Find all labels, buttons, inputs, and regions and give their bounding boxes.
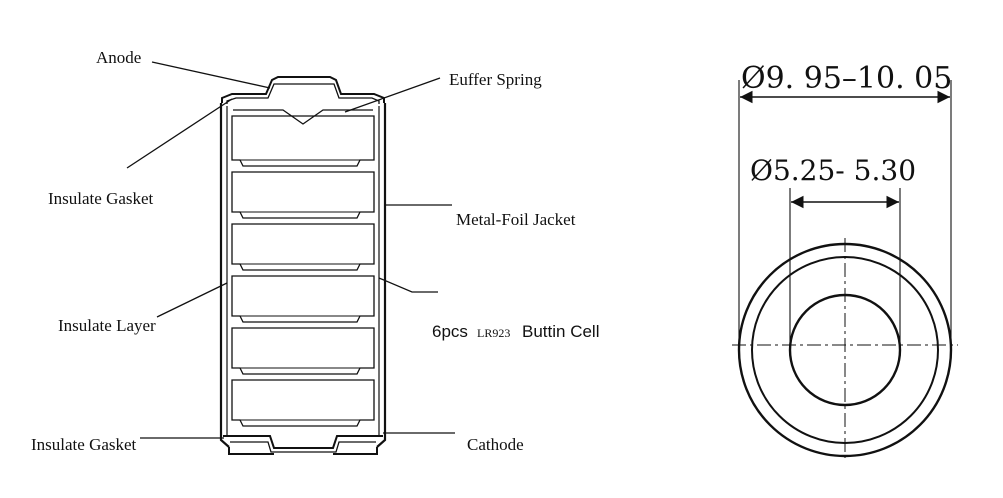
leader-buffer-spring [344, 77, 441, 113]
button-cell [231, 379, 375, 427]
cathode-cap-inner [230, 441, 376, 453]
jacket-left-wall [219, 103, 230, 448]
outer-ring-inner-edge [751, 256, 939, 444]
label-cell-count: 6pcs [432, 322, 468, 341]
label-metal-foil-jacket: Metal-Foil Jacket [456, 210, 576, 229]
anode-cap [221, 76, 385, 103]
label-anode: Anode [96, 48, 141, 67]
label-cell-model: LR923 [477, 326, 510, 340]
button-cell [231, 275, 375, 323]
button-cell [231, 171, 375, 219]
leader-buttin-cell [378, 277, 438, 293]
label-insulate-gasket-bottom: Insulate Gasket [31, 435, 137, 454]
outer-diameter-label: Ø9. 95–10. 05 [741, 61, 952, 96]
label-cell-type: Buttin Cell [522, 322, 599, 341]
jacket-right-wall [376, 103, 387, 448]
label-cathode: Cathode [467, 435, 524, 454]
inner-diameter-label: Ø5.25- 5.30 [750, 154, 916, 187]
button-cell [231, 223, 375, 271]
bottom-gasket [228, 447, 378, 455]
button-cell [231, 327, 375, 375]
part-labels: Anode Euffer Spring Insulate Gasket Meta… [31, 48, 599, 454]
button-cell [231, 115, 375, 167]
leader-insulate-layer [156, 282, 228, 318]
top-view: Ø9. 95–10. 05 Ø5.25- 5.30 [732, 61, 958, 458]
label-insulate-layer: Insulate Layer [58, 316, 156, 335]
cathode-cap [223, 435, 383, 449]
buffer-spring [233, 109, 373, 125]
leader-lines [126, 61, 455, 439]
label-buffer-spring: Euffer Spring [449, 70, 542, 89]
cell-stack [231, 115, 375, 427]
leader-anode [151, 61, 271, 89]
label-insulate-gasket-top: Insulate Gasket [48, 189, 154, 208]
leader-insulate-gasket-top [126, 98, 233, 169]
battery-cross-section [219, 76, 387, 455]
